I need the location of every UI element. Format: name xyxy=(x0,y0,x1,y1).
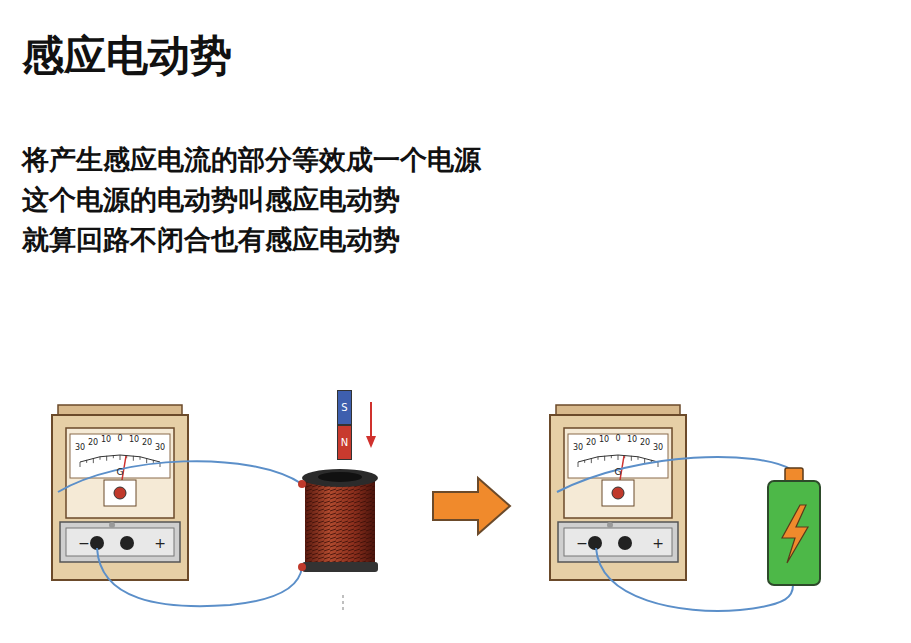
meter-symbol: G xyxy=(615,468,622,477)
scale-number: 20 xyxy=(586,439,596,447)
wire xyxy=(58,461,302,492)
scale-number: 30 xyxy=(75,444,85,452)
scale-number: 20 xyxy=(142,439,152,447)
galvanometer xyxy=(52,405,188,580)
terminal-sign: + xyxy=(652,536,664,550)
page-title: 感应电动势 xyxy=(22,28,232,84)
scale-number: 20 xyxy=(640,439,650,447)
scale-number: 10 xyxy=(101,436,111,444)
scale-number: 30 xyxy=(155,444,165,452)
wire xyxy=(596,548,793,611)
scale-number: 10 xyxy=(599,436,609,444)
scale-number: 0 xyxy=(615,435,620,443)
pole-letter: N xyxy=(341,437,348,448)
galvanometer xyxy=(550,405,686,580)
pole-letter: S xyxy=(341,402,347,413)
motion-arrow xyxy=(366,402,376,448)
scale-number: 0 xyxy=(117,435,122,443)
coil xyxy=(298,469,378,612)
terminal-sign: − xyxy=(78,536,90,550)
scale-number: 10 xyxy=(129,436,139,444)
wire xyxy=(557,457,792,492)
scale-number: 10 xyxy=(627,436,637,444)
terminal-sign: + xyxy=(154,536,166,550)
body-text: 就算回路不闭合也有感应电动势 xyxy=(22,222,400,258)
scale-number: 30 xyxy=(653,444,663,452)
terminal-sign: − xyxy=(576,536,588,550)
body-text: 将产生感应电流的部分等效成一个电源 xyxy=(22,142,481,178)
wire xyxy=(97,548,302,606)
magnet-pole: S xyxy=(337,390,352,425)
meter-symbol: G xyxy=(117,468,124,477)
scale-number: 20 xyxy=(88,439,98,447)
body-text: 这个电源的电动势叫感应电动势 xyxy=(22,182,400,218)
magnet-pole: N xyxy=(337,425,352,460)
equivalence-arrow xyxy=(433,478,510,534)
scale-number: 30 xyxy=(573,444,583,452)
battery xyxy=(768,468,820,585)
